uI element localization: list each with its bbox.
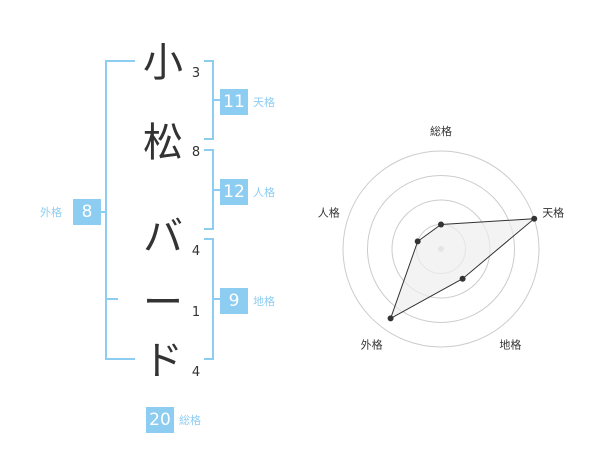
gaikaku-split-tick bbox=[105, 298, 118, 300]
tenkaku-value: 11 bbox=[220, 89, 248, 115]
chikaku-label: 地格 bbox=[253, 295, 275, 308]
radar-ring-3 bbox=[367, 175, 515, 323]
stroke-count-2: 8 bbox=[191, 145, 201, 160]
name-char-3: バ bbox=[143, 214, 183, 260]
gaikaku-connector bbox=[100, 211, 106, 213]
stroke-count-5: 4 bbox=[191, 365, 201, 380]
radar-axis-label-4: 外格 bbox=[361, 338, 383, 352]
gaikaku-bracket bbox=[105, 60, 135, 360]
gaikaku-value: 8 bbox=[73, 199, 101, 225]
stroke-count-3: 4 bbox=[191, 244, 201, 259]
tenkaku-connector bbox=[214, 99, 220, 101]
chikaku-value: 9 bbox=[220, 288, 248, 314]
name-char-4: ー bbox=[143, 280, 183, 326]
name-char-2: 松 bbox=[143, 120, 183, 166]
radar-point-5 bbox=[414, 238, 421, 245]
soukaku-label: 総格 bbox=[179, 414, 201, 427]
jinkaku-connector bbox=[214, 189, 220, 191]
chikaku-bracket bbox=[204, 238, 214, 360]
jinkaku-label: 人格 bbox=[253, 186, 275, 199]
radar-point-3 bbox=[459, 275, 466, 282]
stroke-count-1: 3 bbox=[191, 66, 201, 81]
gaikaku-label: 外格 bbox=[40, 206, 62, 219]
radar-axis-label-2: 天格 bbox=[542, 206, 564, 220]
radar-point-1 bbox=[438, 221, 444, 228]
radar-area bbox=[389, 218, 536, 320]
tenkaku-label: 天格 bbox=[253, 96, 275, 109]
name-char-1: 小 bbox=[143, 40, 183, 86]
radar-axis-label-1: 総格 bbox=[430, 124, 452, 138]
jinkaku-value: 12 bbox=[220, 179, 248, 205]
name-char-5: ド bbox=[143, 338, 183, 384]
stroke-count-4: 1 bbox=[191, 305, 201, 320]
soukaku-value: 20 bbox=[146, 407, 174, 433]
radar-points bbox=[387, 215, 538, 322]
radar-point-2 bbox=[531, 215, 538, 222]
jinkaku-bracket bbox=[204, 149, 214, 230]
radar-axis-label-5: 人格 bbox=[318, 206, 340, 220]
tenkaku-bracket bbox=[204, 60, 214, 140]
chikaku-connector bbox=[214, 298, 220, 300]
radar-axis-label-3: 地格 bbox=[499, 338, 521, 352]
radar-point-4 bbox=[387, 315, 394, 322]
radar-ring-4 bbox=[342, 150, 540, 348]
